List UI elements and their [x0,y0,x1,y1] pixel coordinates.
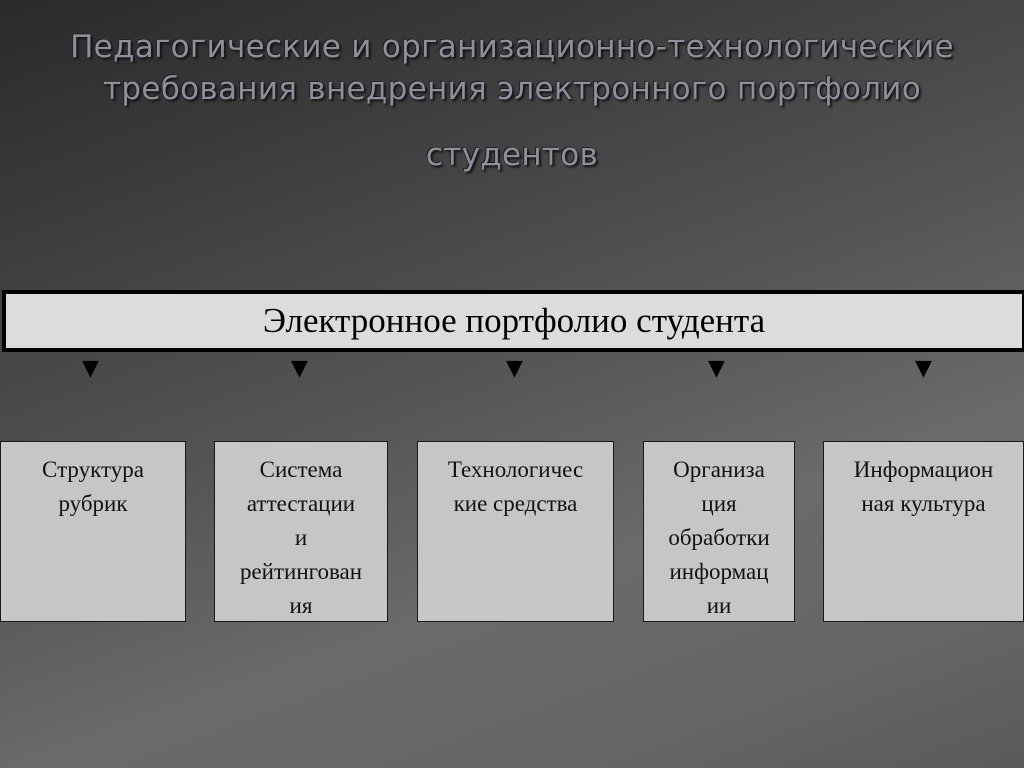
arrow-down-icon: ▼ [506,356,523,381]
child-node-tech-tools: Технологичес кие средства [417,441,614,622]
child-node-info-processing: Организа ция обработки информац ии [643,441,795,622]
root-node-label: Электронное портфолио студента [262,301,766,340]
child-node-line: ция [701,491,737,516]
child-node-line: Структура [42,457,144,482]
title-line-1: Педагогические и организационно-технолог… [70,29,954,65]
child-node-line: информац [669,559,769,584]
child-node-line: кие средства [453,491,578,516]
title-line-2: требования внедрения электронного портфо… [103,71,921,107]
child-node-line: аттестации [246,491,356,516]
child-node-structure: Структура рубрик [0,441,186,622]
child-node-line: Технологичес [447,457,584,482]
arrow-down-icon: ▼ [82,356,99,381]
child-node-line: рейтингован [239,559,363,584]
arrow-down-icon: ▼ [291,356,308,381]
child-node-line: ная культура [861,491,986,516]
child-node-line: ии [706,593,732,618]
child-node-line: обработки [668,525,770,550]
child-node-attestation: Система аттестации и рейтингован ия [214,441,388,622]
child-node-info-culture: Информацион ная культура [823,441,1024,622]
arrow-down-icon: ▼ [915,356,932,381]
slide-title: Педагогические и организационно-технолог… [40,26,984,176]
child-node-line: и [294,525,308,550]
title-line-3: студентов [425,137,599,173]
child-node-line: Система [259,457,343,482]
child-node-line: рубрик [58,491,128,516]
arrow-down-icon: ▼ [708,356,725,381]
child-node-line: Информацион [853,457,994,482]
child-node-line: ия [289,593,313,618]
child-node-line: Организа [673,457,765,482]
root-node-box: Электронное портфолио студента [2,290,1024,352]
